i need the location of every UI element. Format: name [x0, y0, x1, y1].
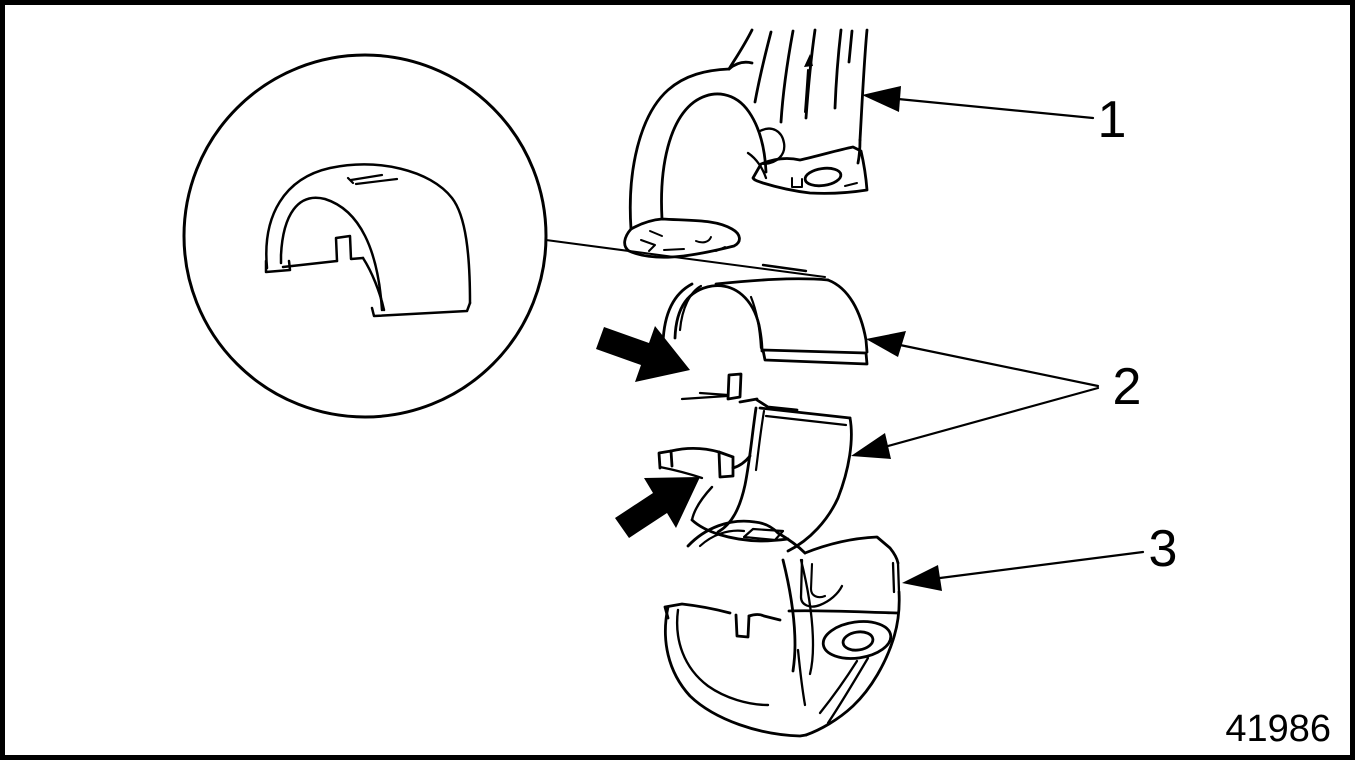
lower-shell-tang [657, 447, 752, 480]
inset-connector-line [545, 239, 826, 278]
upper-shell-tang [726, 372, 759, 404]
leader-3 [902, 550, 1145, 591]
leader-2-upper [866, 331, 1100, 388]
leader-arrowhead-icon [862, 86, 901, 112]
connecting-rod-upper-drawing [623, 28, 869, 259]
callout-label-1: 1 [1098, 91, 1127, 149]
bearing-cap-drawing [663, 519, 901, 738]
upper-bearing-shell-drawing [661, 277, 869, 404]
callout-label-3: 3 [1149, 520, 1178, 578]
cap-bolt-boss [821, 620, 893, 660]
leader-1 [862, 86, 1095, 120]
lower-bearing-shell-drawing [657, 398, 853, 553]
leader-arrowhead-icon [902, 565, 942, 591]
leader-2-lower [851, 386, 1100, 459]
tang-pointer-arrow-lower-icon [615, 477, 700, 538]
tang-pointer-arrow-upper-icon [596, 326, 690, 382]
leader-arrowhead-icon [851, 433, 891, 459]
magnifier-inset-circle [182, 53, 548, 419]
cap-bolt-hole [841, 630, 875, 652]
forging-arrow-mark-icon [804, 54, 813, 67]
figure-number: 41986 [1225, 708, 1331, 750]
bolt-hole [803, 166, 843, 188]
callout-label-2: 2 [1113, 358, 1142, 416]
bearing-shell-inset-drawing [264, 163, 472, 318]
leader-arrowhead-icon [866, 331, 906, 357]
